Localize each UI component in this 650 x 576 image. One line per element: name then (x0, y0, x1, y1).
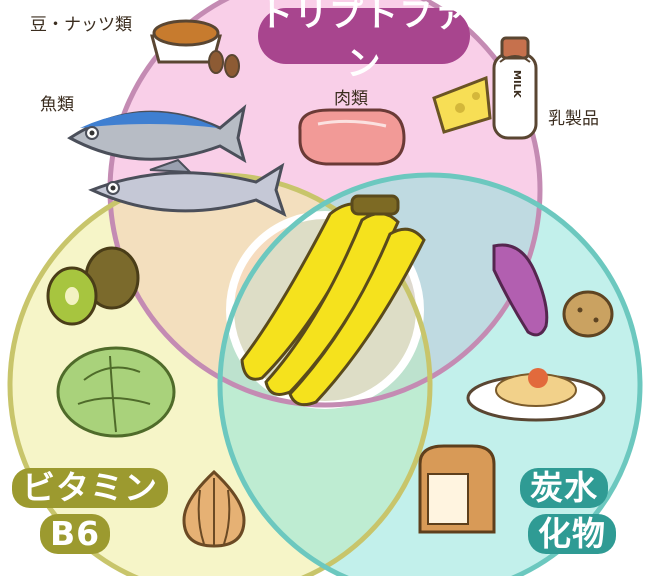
bread-icon (418, 444, 496, 534)
onion-icon (182, 469, 246, 548)
cheese-icon (432, 75, 492, 134)
cabbage-icon (56, 346, 176, 438)
tryptophan-label: トリプトファン (258, 0, 470, 84)
vitamin-b6-label-line2: B6 (40, 514, 111, 554)
fish-label: 魚類 (40, 95, 74, 115)
carbohydrate-circle-outline (217, 172, 643, 576)
sweet-potato-icon (492, 243, 549, 337)
vitamin-b6-label-line1: ビタミン (12, 468, 168, 508)
pasta-icon (466, 368, 606, 422)
banana-icon (240, 194, 426, 407)
dairy-label: 乳製品 (548, 109, 599, 129)
beans-nuts-label: 豆・ナッツ類 (30, 15, 132, 35)
tuna-fish-icon (67, 104, 247, 164)
mackerel-fish-icon (88, 158, 287, 217)
potato-icon (562, 290, 614, 338)
meat-label: 肉類 (334, 89, 368, 109)
meat-icon (298, 108, 406, 166)
beans-nuts-icon (150, 19, 240, 78)
carbohydrate-label-line1: 炭水 (520, 468, 608, 508)
milk-carton-text: MILK (511, 70, 522, 98)
carbohydrate-label-line2: 化物 (528, 514, 616, 554)
milk-bottle-icon (492, 36, 538, 140)
kiwi-icon (46, 246, 140, 326)
